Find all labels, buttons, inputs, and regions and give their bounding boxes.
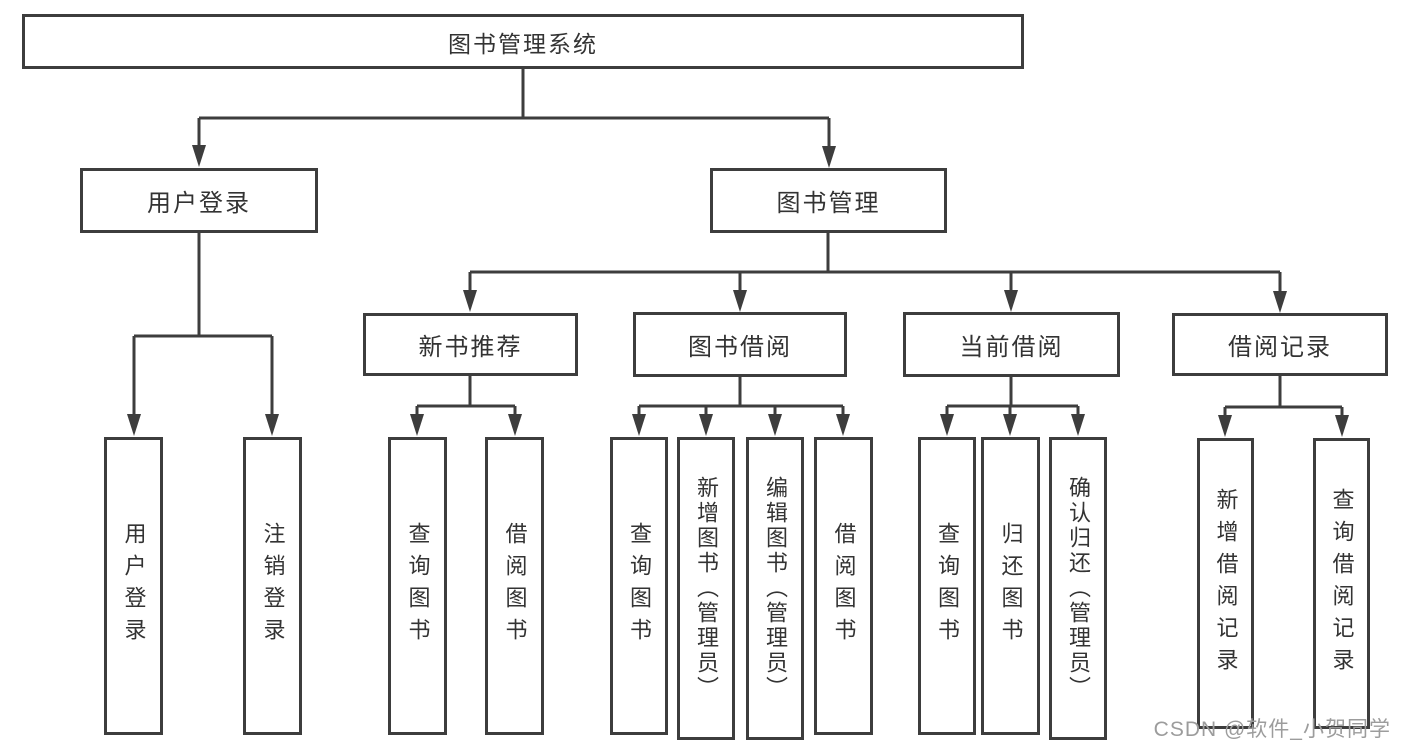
leaf-edit-books-admin-label: 编辑图书（管理员） xyxy=(763,476,788,701)
leaf-return-books: 归还图书 xyxy=(981,437,1040,735)
leaf-borrowing-query-books-label: 查询图书 xyxy=(627,522,652,650)
node-book-management: 图书管理 xyxy=(710,168,947,233)
connector-new-book xyxy=(410,376,522,436)
leaf-newbook-query-books: 查询图书 xyxy=(388,437,447,735)
node-user-login-label: 用户登录 xyxy=(147,190,251,217)
leaf-edit-books-admin: 编辑图书（管理员） xyxy=(746,437,804,740)
leaf-borrowing-borrow-books-label: 借阅图书 xyxy=(831,522,857,650)
leaf-current-query-books-label: 查询图书 xyxy=(935,522,960,650)
node-new-book-recommend-label: 新书推荐 xyxy=(418,334,523,361)
connector-book-mgmt xyxy=(463,233,1287,313)
leaf-add-books-admin: 新增图书（管理员） xyxy=(677,437,735,740)
node-current-borrowing: 当前借阅 xyxy=(903,312,1120,377)
node-root-label: 图书管理系统 xyxy=(448,30,598,57)
leaf-user-login-label: 用户登录 xyxy=(121,522,147,650)
leaf-borrowing-query-books: 查询图书 xyxy=(610,437,668,735)
leaf-confirm-return-admin: 确认归还（管理员） xyxy=(1049,437,1107,740)
leaf-user-login: 用户登录 xyxy=(104,437,163,735)
leaf-current-query-books: 查询图书 xyxy=(918,437,976,735)
connector-user-login xyxy=(127,233,279,436)
connector-book-borrow xyxy=(632,377,850,436)
node-user-login: 用户登录 xyxy=(80,168,318,233)
leaf-logout: 注销登录 xyxy=(243,437,302,735)
leaf-confirm-return-admin-label: 确认归还（管理员） xyxy=(1066,476,1091,701)
connector-borrow-record xyxy=(1218,376,1349,437)
node-current-borrowing-label: 当前借阅 xyxy=(959,334,1064,361)
node-book-borrowing-label: 图书借阅 xyxy=(688,334,792,361)
csdn-watermark: CSDN @软件_小贺同学 xyxy=(1153,718,1391,741)
node-book-management-label: 图书管理 xyxy=(776,190,881,217)
leaf-add-books-admin-label: 新增图书（管理员） xyxy=(694,476,719,701)
leaf-add-borrow-record: 新增借阅记录 xyxy=(1197,438,1254,729)
leaf-newbook-borrow-books: 借阅图书 xyxy=(485,437,544,735)
leaf-return-books-label: 归还图书 xyxy=(998,522,1024,650)
leaf-newbook-query-books-label: 查询图书 xyxy=(405,522,431,650)
node-new-book-recommend: 新书推荐 xyxy=(363,313,578,376)
node-book-borrowing: 图书借阅 xyxy=(633,312,847,377)
leaf-add-borrow-record-label: 新增借阅记录 xyxy=(1213,487,1239,680)
leaf-borrowing-borrow-books: 借阅图书 xyxy=(814,437,873,735)
connector-root xyxy=(192,69,836,168)
leaf-newbook-borrow-books-label: 借阅图书 xyxy=(502,522,528,650)
leaf-logout-label: 注销登录 xyxy=(260,522,286,650)
node-borrowing-records-label: 借阅记录 xyxy=(1228,334,1332,361)
leaf-query-borrow-record: 查询借阅记录 xyxy=(1313,438,1370,729)
leaf-query-borrow-record-label: 查询借阅记录 xyxy=(1329,487,1355,680)
node-root: 图书管理系统 xyxy=(22,14,1024,69)
node-borrowing-records: 借阅记录 xyxy=(1172,313,1388,376)
connector-current-borrow xyxy=(940,377,1085,436)
